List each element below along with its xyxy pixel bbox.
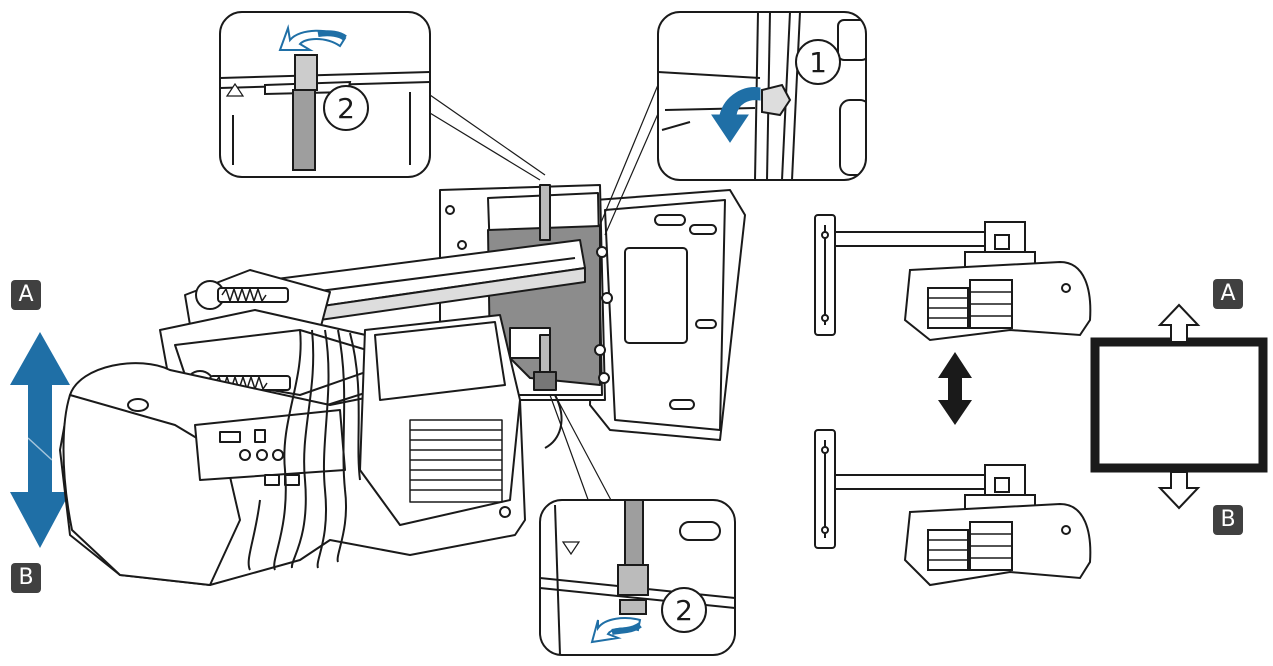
up-down-arrow-icon bbox=[10, 332, 70, 548]
label-b-left: B bbox=[11, 563, 41, 593]
callout-top-right: 1 bbox=[657, 11, 867, 181]
open-arrow-down-icon bbox=[1157, 471, 1201, 510]
step-number-top-left: 2 bbox=[337, 92, 355, 125]
callout-top-left: 2 bbox=[219, 11, 431, 178]
open-arrow-up-icon bbox=[1157, 303, 1201, 343]
vent-grille bbox=[409, 419, 503, 503]
projector-assembly bbox=[59, 184, 746, 586]
projector-upper bbox=[814, 214, 1092, 342]
step-number-bottom: 2 bbox=[675, 594, 693, 627]
label-b-right: B bbox=[1213, 505, 1243, 535]
rotate-arrow-icon bbox=[711, 86, 761, 143]
label-a-right: A bbox=[1213, 279, 1243, 309]
callout-bottom: 2 bbox=[539, 499, 736, 656]
screen-frame bbox=[1090, 303, 1268, 510]
step-number-top-right: 1 bbox=[809, 46, 827, 79]
label-a-left: A bbox=[11, 280, 41, 310]
up-down-arrow-icon bbox=[938, 352, 972, 425]
projector-lower bbox=[814, 429, 1092, 587]
